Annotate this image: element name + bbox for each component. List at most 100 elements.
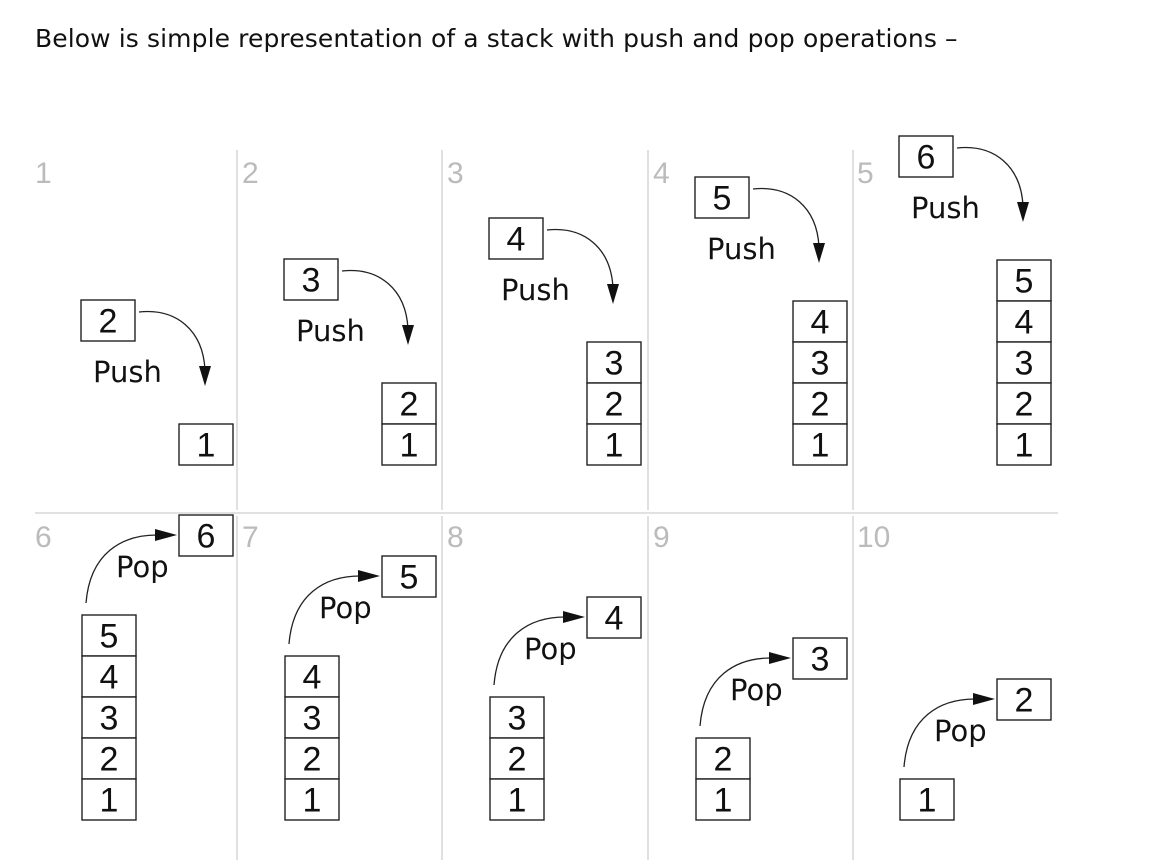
stack: 321: [489, 696, 545, 821]
stack: 21: [381, 382, 437, 466]
stack: 1: [178, 423, 234, 466]
stack-cell-box: [81, 614, 137, 657]
panel-number: 1: [35, 157, 52, 190]
stack: 1: [899, 778, 955, 821]
stack-cell-box: [792, 382, 848, 425]
stack-cell-value: 2: [605, 386, 624, 424]
pop-arrow-head: [358, 570, 380, 582]
operation-label: Pop: [319, 591, 372, 625]
panel-number: 10: [857, 521, 890, 554]
stack-cell-value: 4: [303, 659, 322, 697]
pop-arrow-head: [769, 652, 791, 664]
stack-cell-value: 5: [100, 618, 119, 656]
stack-cell-value: 3: [811, 345, 830, 383]
push-arrow-head: [607, 284, 619, 304]
stack-cell-box: [792, 341, 848, 384]
push-arrow-curve: [956, 146, 1024, 207]
stack: 321: [586, 341, 642, 466]
push-arrow-head: [1017, 202, 1029, 222]
stack-cell-box: [792, 300, 848, 343]
stack-cell-value: 2: [811, 386, 830, 424]
operation-label: Push: [911, 191, 980, 225]
stack-cell-value: 4: [507, 221, 526, 259]
stack-cell-value: 2: [303, 741, 322, 779]
stack-cell-value: 1: [605, 427, 624, 465]
stack-cell-box: [898, 135, 954, 178]
panel-number: 3: [447, 157, 464, 190]
stack-cell-value: 3: [100, 700, 119, 738]
stack-cell-box: [381, 555, 437, 598]
stack-cell-value: 5: [713, 180, 732, 218]
stack-cell-box: [178, 514, 234, 557]
stack-cell-value: 4: [1015, 304, 1034, 342]
pop-arrow-head: [563, 611, 585, 623]
operation-label: Push: [296, 314, 365, 348]
panel-number: 8: [447, 521, 464, 554]
stack-cell-box: [80, 299, 136, 342]
stack-cell-value: 3: [1015, 345, 1034, 383]
push-arrow-head: [199, 366, 211, 386]
stack-cell-value: 3: [811, 641, 830, 679]
stack-cell-box: [586, 423, 642, 466]
stack-cell-value: 2: [1015, 386, 1034, 424]
stack-cell-value: 2: [714, 741, 733, 779]
stack-cell-box: [81, 778, 137, 821]
stack-cell-box: [284, 655, 340, 698]
stack-cell-value: 1: [100, 782, 119, 820]
stack-cell-box: [489, 737, 545, 780]
operation-label: Pop: [524, 632, 577, 666]
stack-cell-value: 3: [605, 345, 624, 383]
stack-cell-box: [695, 737, 751, 780]
stack-cell-value: 2: [1015, 682, 1034, 720]
stack-cell-box: [996, 300, 1052, 343]
stack-cell-box: [695, 778, 751, 821]
stack-cell-box: [996, 678, 1052, 721]
panel-number: 5: [857, 157, 874, 190]
push-arrow-curve: [546, 228, 614, 289]
stack-cell-box: [586, 382, 642, 425]
operation-label: Pop: [116, 550, 169, 584]
stack-cell-box: [284, 778, 340, 821]
stack-cell-box: [283, 258, 339, 301]
stack-cell-box: [792, 423, 848, 466]
panel-number: 9: [653, 521, 670, 554]
stack-cell-value: 5: [1015, 263, 1034, 301]
stack-cell-value: 1: [918, 782, 937, 820]
pop-arrow-curve: [288, 575, 361, 645]
stack-cell-value: 3: [302, 262, 321, 300]
stack-cell-box: [488, 217, 544, 260]
stack-cell-box: [996, 382, 1052, 425]
stack-cell-value: 1: [303, 782, 322, 820]
stack-cell-box: [81, 737, 137, 780]
stack-cell-box: [489, 778, 545, 821]
stack-cell-value: 2: [508, 741, 527, 779]
pop-arrow-head: [973, 693, 995, 705]
stack-cell-box: [178, 423, 234, 466]
stack-cell-value: 4: [100, 659, 119, 697]
stack-cell-value: 6: [197, 518, 216, 556]
push-arrow-curve: [138, 310, 206, 371]
stack-cell-value: 1: [508, 782, 527, 820]
panel-number: 7: [242, 521, 259, 554]
stack-cell-value: 6: [917, 139, 936, 177]
operation-label: Push: [707, 232, 776, 266]
stack-cell-value: 1: [1015, 427, 1034, 465]
stack-cell-box: [381, 423, 437, 466]
push-arrow-curve: [752, 187, 820, 248]
panel-number: 4: [653, 157, 670, 190]
panel-number: 2: [242, 157, 259, 190]
stack-cell-box: [81, 696, 137, 739]
intro-text: Below is simple representation of a stac…: [35, 24, 958, 53]
stack-cell-box: [996, 259, 1052, 302]
panel-number: 6: [35, 521, 52, 554]
